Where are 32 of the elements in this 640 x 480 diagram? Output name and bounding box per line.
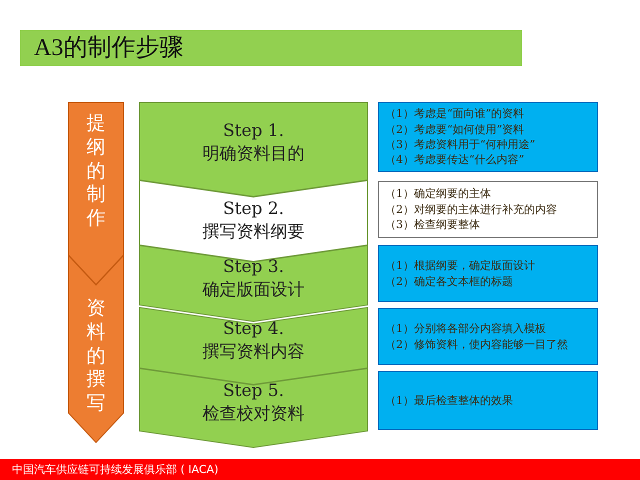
bullet-text: （3）检查纲要整体 <box>385 217 481 233</box>
bullet-text: （4）考虑要传达“什么内容” <box>385 152 526 168</box>
info-box <box>378 181 598 238</box>
phase-band <box>68 255 124 443</box>
title-banner: A3的制作步骤 <box>20 30 522 66</box>
info-box <box>378 102 598 172</box>
bullet-text: （1）分别将各部分内容填入模板 <box>385 321 547 336</box>
bullet-text: （3）考虑资料用于“何种用途” <box>385 137 536 152</box>
step-label: Step 1. 明确资料目的 <box>202 120 306 166</box>
bullet-text: （2）考虑要“如何使用”资料 <box>385 122 526 137</box>
phase-band <box>68 102 124 285</box>
step-band <box>139 307 368 385</box>
bullet-text: （1）根据纲要，确定版面设计 <box>385 258 536 274</box>
phase-label: 提纲的制作 <box>86 112 106 231</box>
step-band <box>139 102 368 197</box>
bullet-text: （1）确定纲要的主体 <box>385 186 492 202</box>
step-band <box>139 368 368 448</box>
bullet-text: （1）最后检查整体的效果 <box>385 392 514 408</box>
bullet-text: （2）修饰资料，使内容能够一目了然 <box>385 336 569 352</box>
bullet-text: （2）确定各文本框的标题 <box>385 274 514 289</box>
info-box <box>378 371 598 430</box>
footer-text: 中国汽车供应链可持续发展俱乐部 ( IACA) <box>12 462 218 477</box>
step-label: Step 3. 确定版面设计 <box>202 256 306 302</box>
phase-label: 资料的撰写 <box>86 297 106 416</box>
step-label: Step 5. 检查校对资料 <box>202 380 306 426</box>
bullet-text: （2）对纲要的主体进行补充的内容 <box>385 202 558 218</box>
bullet-text: （1）考虑是“面向谁”的资料 <box>385 106 526 122</box>
step-label: Step 4. 撰写资料内容 <box>202 318 306 364</box>
info-box <box>378 308 598 365</box>
step-label: Step 2. 撰写资料纲要 <box>202 198 306 244</box>
step-band <box>139 245 368 322</box>
info-box <box>378 245 598 302</box>
